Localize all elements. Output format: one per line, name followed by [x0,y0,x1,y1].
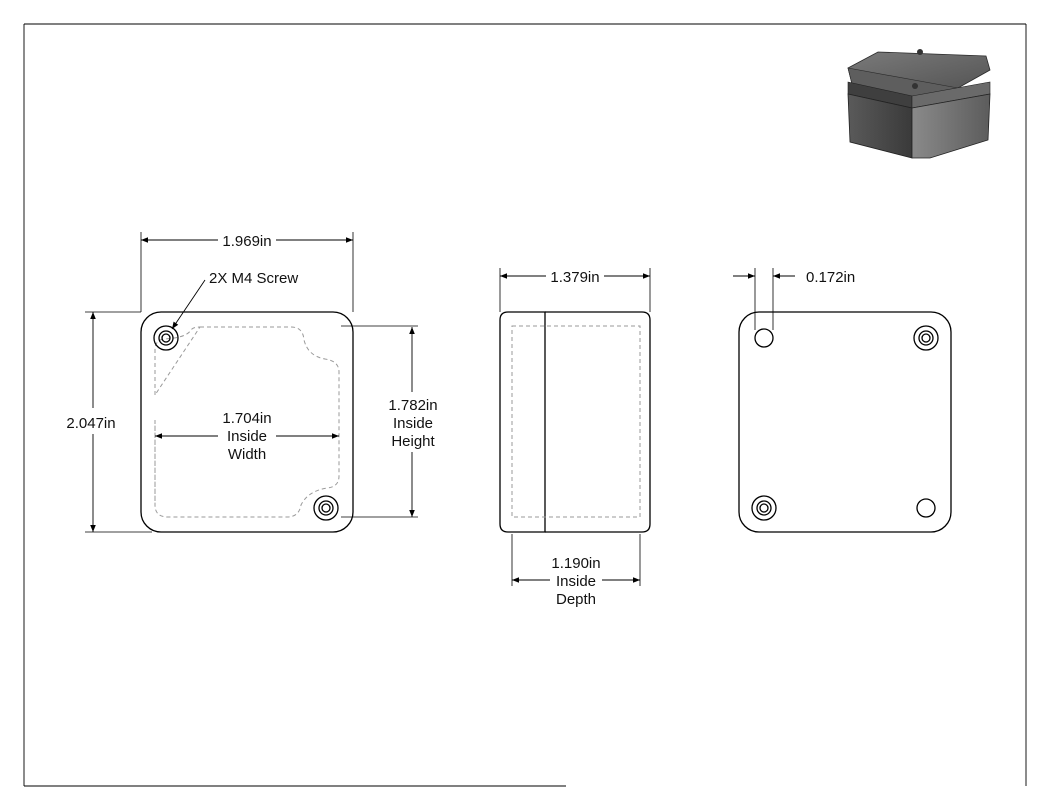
inside-height-value: 1.782in [388,397,437,414]
back-view: 0.172in [733,268,952,533]
hole-offset-label: 0.172in [806,269,855,286]
inside-height-line1: Inside [393,415,433,432]
inside-width-line1: Inside [227,428,267,445]
sheet-border [23,23,1027,787]
inside-height-line2: Height [391,433,435,450]
front-view: 1.969in 2.047in 2X M4 Screw 1.704in Insi… [66,232,438,533]
hole-top-left [754,328,774,348]
screw-top-right [913,325,939,351]
screw-label: 2X M4 Screw [209,270,298,287]
screw-top-left [153,325,179,351]
inside-width-value: 1.704in [222,410,271,427]
overall-depth-label: 1.379in [550,269,599,286]
enclosure-3d-icon [847,49,991,159]
overall-width-label: 1.969in [222,233,271,250]
inside-depth-value: 1.190in [551,555,600,572]
inside-depth-line2: Depth [556,591,596,608]
inside-depth-line1: Inside [556,573,596,590]
hole-bottom-right [916,498,936,518]
screw-bottom-left [751,495,777,521]
screw-bottom-right [313,495,339,521]
overall-height-label: 2.047in [66,415,115,432]
side-view: 1.379in 1.190in Inside Depth [499,268,651,608]
inside-width-line2: Width [228,446,266,463]
